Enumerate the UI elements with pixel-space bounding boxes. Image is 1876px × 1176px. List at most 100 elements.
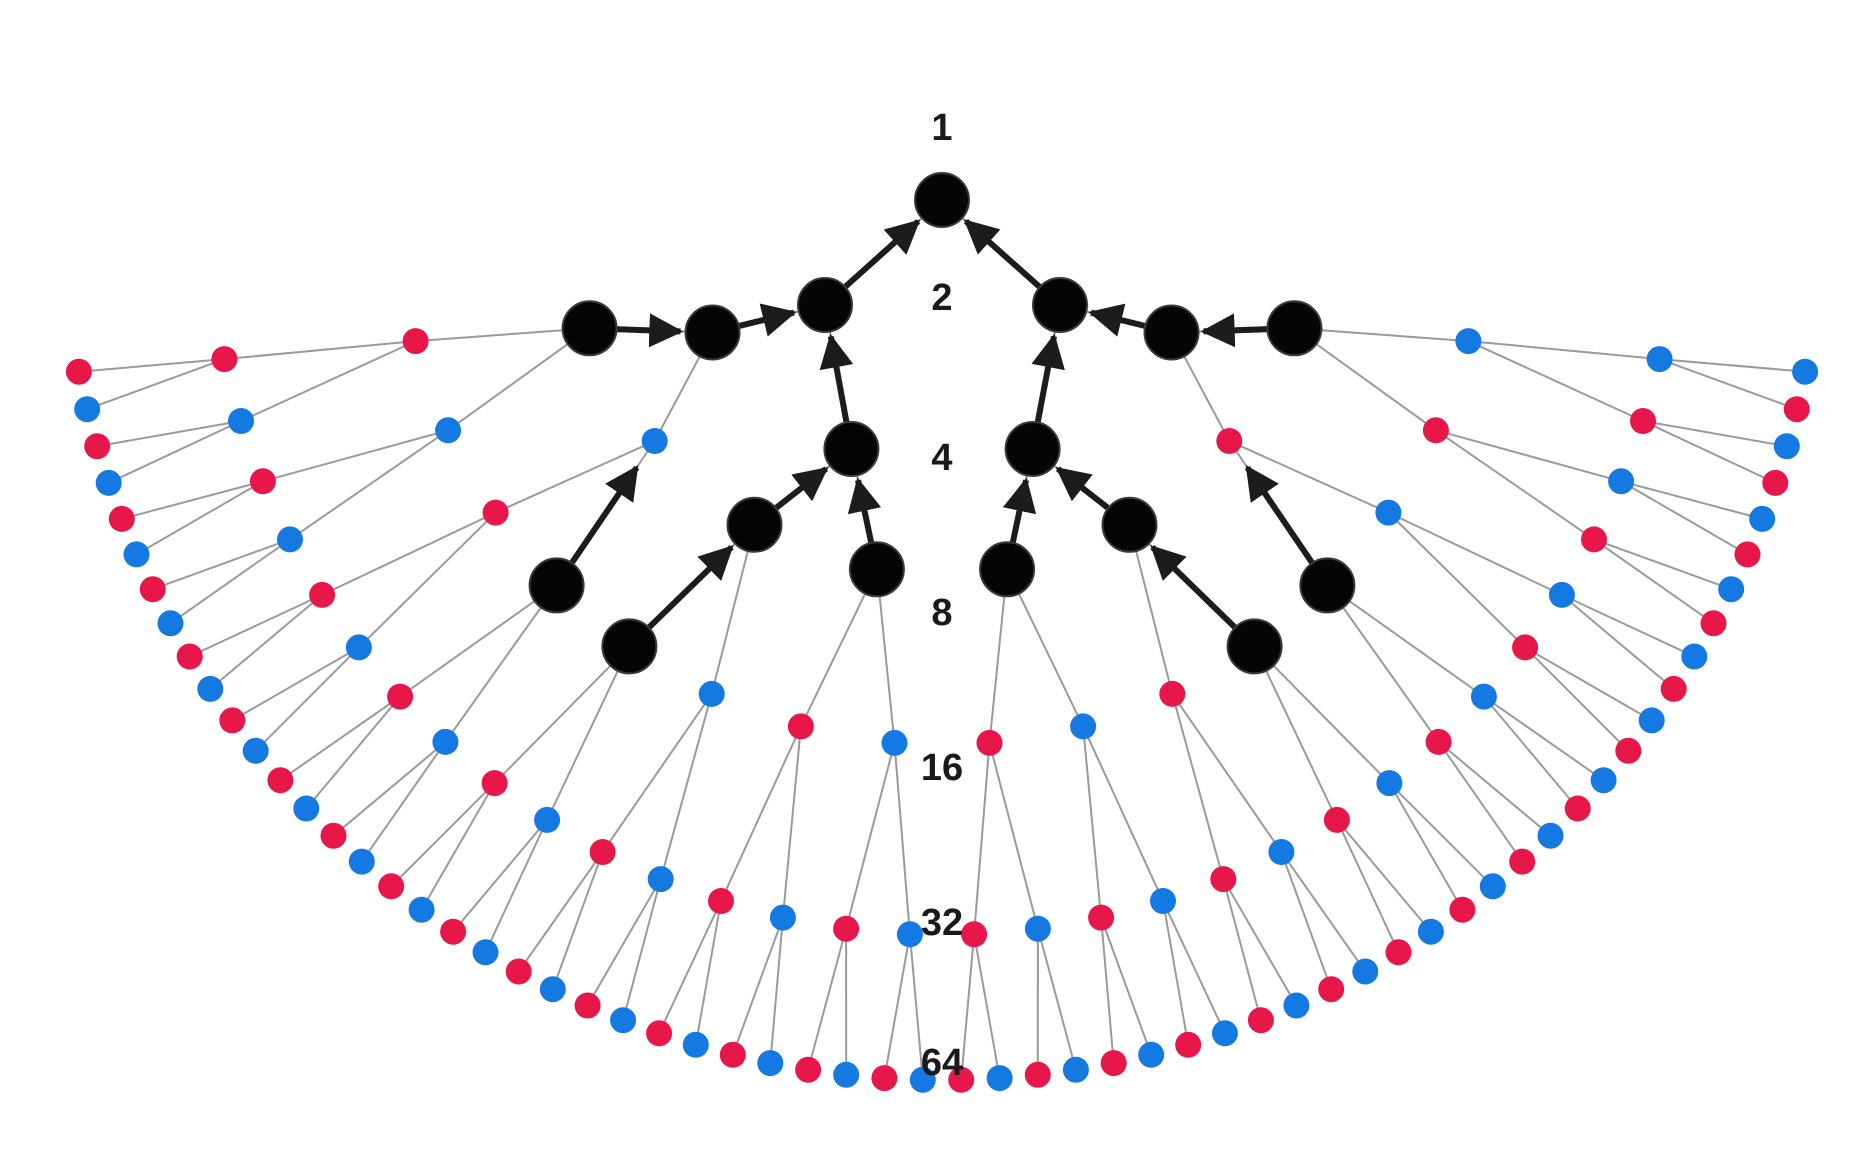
tree-edge	[447, 327, 591, 432]
tree-edge	[390, 782, 496, 888]
tree-edge	[452, 819, 548, 933]
tree-node	[647, 866, 674, 893]
tree-node	[719, 1041, 746, 1068]
tree-node	[698, 680, 725, 707]
tree-node	[65, 358, 92, 385]
highlighted-node	[726, 496, 783, 553]
tree-node	[1581, 526, 1607, 553]
tree-edge	[973, 934, 1001, 1079]
tree-node	[1509, 848, 1536, 875]
highlighted-node	[1266, 300, 1323, 357]
tree-edge	[169, 538, 291, 625]
tree-node	[976, 729, 1003, 756]
tree-node	[881, 729, 908, 756]
tree-edge	[1387, 511, 1526, 649]
tree-edge	[1253, 645, 1391, 784]
tree-node	[682, 1031, 709, 1058]
tree-node	[769, 904, 796, 931]
tree-node	[896, 921, 923, 948]
tree-edge	[586, 878, 662, 1007]
highlight-arrow	[1244, 465, 1325, 579]
tree-node	[1700, 610, 1727, 637]
tree-edge	[420, 782, 496, 911]
level-label-8: 8	[931, 592, 952, 634]
tree-node	[871, 1065, 898, 1092]
tree-node	[211, 346, 238, 373]
tree-edge	[97, 420, 242, 448]
tree-edge	[622, 878, 662, 1021]
highlighted-node	[823, 421, 880, 477]
highlighted-node	[1004, 421, 1061, 477]
tree-edge	[799, 568, 878, 727]
tree-node	[1425, 728, 1452, 755]
tree-edge	[601, 693, 713, 853]
highlighted-node	[1226, 618, 1283, 675]
tree-edge	[1293, 327, 1437, 432]
tree-edge	[1388, 782, 1494, 888]
tree-node	[1512, 634, 1539, 661]
tree-edge	[1620, 480, 1749, 556]
tree-node	[1062, 1056, 1089, 1083]
tree-edge	[231, 646, 360, 722]
level-label-16: 16	[921, 747, 963, 789]
tree-edge	[305, 695, 401, 810]
tree-edge	[517, 851, 604, 973]
tree-node	[1749, 505, 1776, 532]
tree-node	[948, 1066, 975, 1093]
tree-edge	[78, 358, 225, 373]
highlight-arrow	[1150, 544, 1250, 642]
tree-edge	[1620, 480, 1763, 520]
tree-edge	[1162, 900, 1190, 1045]
tree-node	[1376, 770, 1403, 797]
tree-node	[1718, 576, 1745, 603]
highlight-arrow	[963, 219, 1055, 301]
tree-node	[1537, 822, 1564, 849]
tree-edge	[1294, 327, 1469, 343]
tree-edge	[769, 917, 784, 1064]
tree-node	[1070, 713, 1097, 740]
tree-node	[757, 1050, 784, 1077]
highlighted-node	[601, 618, 658, 675]
tree-edge	[973, 742, 991, 935]
tree-node	[833, 1061, 860, 1088]
tree-edge	[694, 900, 722, 1045]
tree-node	[309, 581, 336, 608]
highlighted-nodes	[528, 172, 1356, 675]
tree-edge	[358, 511, 497, 649]
tree-node	[1660, 675, 1687, 702]
tree-edge	[121, 480, 264, 520]
tree-edge	[551, 851, 604, 990]
tree-node	[293, 795, 320, 822]
highlighted-node	[797, 277, 853, 333]
tree-node	[1638, 707, 1665, 734]
tree-node	[1762, 469, 1789, 496]
tree-node	[1283, 992, 1310, 1019]
highlighted-node	[684, 304, 741, 361]
tree-node	[1375, 499, 1402, 526]
tree-node	[176, 643, 203, 670]
tree-edge	[240, 340, 417, 422]
tree-node	[1564, 795, 1591, 822]
tree-edge	[893, 742, 911, 935]
tree-node	[1138, 1041, 1165, 1068]
highlighted-node	[561, 300, 618, 357]
tree-edge	[289, 429, 449, 541]
tree-edge	[189, 593, 323, 658]
tree-node	[1268, 839, 1295, 865]
tree-node	[961, 921, 988, 948]
tree-edge	[224, 340, 416, 361]
tree-edge	[1326, 584, 1440, 743]
tree-node	[1455, 328, 1482, 355]
tree-node	[197, 675, 224, 702]
tree-edge	[152, 538, 291, 591]
tree-node	[123, 541, 150, 568]
tree-node	[1024, 1061, 1051, 1088]
tree-nodes	[65, 328, 1819, 1093]
highlighted-node	[979, 541, 1036, 598]
tree-edge	[1435, 429, 1622, 483]
tree-node	[1608, 468, 1635, 495]
tree-edge	[444, 584, 558, 743]
tree-node	[1681, 643, 1708, 670]
tree-edge	[731, 917, 784, 1056]
tree-edge	[988, 569, 1009, 744]
